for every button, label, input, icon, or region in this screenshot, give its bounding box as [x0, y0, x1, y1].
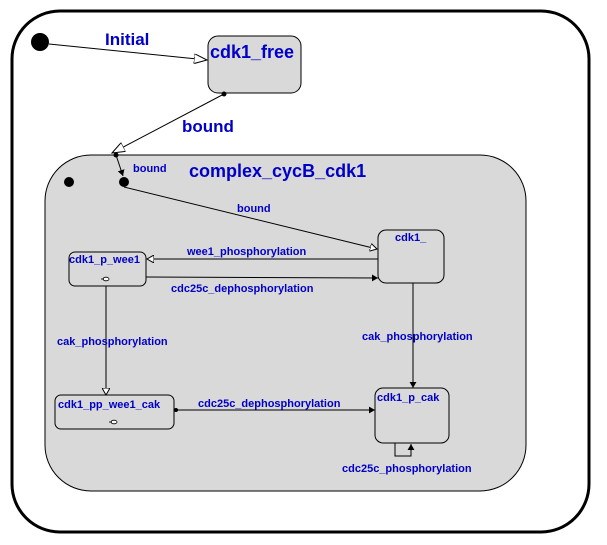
history-icon — [101, 276, 110, 282]
state-cdk1-p-wee1[interactable]: cdk1_p_wee1 — [68, 251, 147, 287]
state-cdk1-pp-wee1-cak-label: cdk1_pp_wee1_cak — [58, 399, 161, 411]
transition-initial[interactable] — [48, 43, 207, 60]
transition-cdc25c-dephosphorylation-top-label: cdc25c_dephosphorylation — [171, 283, 314, 295]
state-cdk1-p-cak[interactable]: cdk1_p_cak — [374, 387, 450, 444]
transition-bound-outer[interactable] — [112, 93, 225, 153]
state-complex-cycb-cdk1[interactable]: complex_cycB_cdk1 — [44, 154, 527, 492]
transition-bound-entry[interactable] — [115, 154, 125, 177]
transition-bound-outer-label: bound — [182, 117, 234, 136]
transition-cdc25c-dephosphorylation-bottom-label: cdc25c_dephosphorylation — [198, 398, 341, 410]
state-cdk1-free[interactable]: cdk1_free — [207, 35, 302, 94]
transition-bound-entry-label: bound — [133, 163, 167, 175]
initial-pseudostate[interactable] — [31, 33, 49, 51]
state-cdk1-p-cak-label: cdk1_p_cak — [377, 392, 440, 404]
state-cdk1-free-label: cdk1_free — [210, 42, 294, 62]
transition-bound-inner-label: bound — [237, 203, 271, 215]
state-cdk1-p-wee1-label: cdk1_p_wee1 — [69, 254, 140, 266]
state-cdk1-pp-wee1-cak[interactable]: cdk1_pp_wee1_cak — [54, 394, 175, 430]
transition-bound-outer-source — [221, 91, 227, 97]
inner-initial-pseudostate[interactable] — [119, 177, 129, 187]
transition-cdc25c-phosphorylation-label: cdc25c_phosphorylation — [342, 463, 472, 475]
transition-initial-label: Initial — [105, 30, 149, 49]
state-cdk1[interactable]: cdk1_ — [377, 229, 445, 284]
transition-cdc25c-phosphorylation[interactable] — [394, 443, 415, 457]
history-icon — [109, 419, 118, 425]
state-cdk1-label: cdk1_ — [395, 232, 427, 244]
transition-bound-inner[interactable] — [123, 186, 377, 249]
transition-cdc25c-dephosphorylation-top[interactable] — [145, 274, 379, 282]
transition-wee1-phosphorylation-label: wee1_phosphorylation — [186, 246, 306, 258]
transition-cdc25c-dephosphorylation-bottom-source — [174, 408, 178, 412]
state-complex-cycb-cdk1-label: complex_cycB_cdk1 — [189, 161, 366, 181]
inner-initial-pseudostate-left[interactable] — [64, 177, 74, 187]
transition-cak-phosphorylation-right-label: cak_phosphorylation — [362, 331, 473, 343]
transition-cak-phosphorylation-left-label: cak_phosphorylation — [57, 336, 168, 348]
